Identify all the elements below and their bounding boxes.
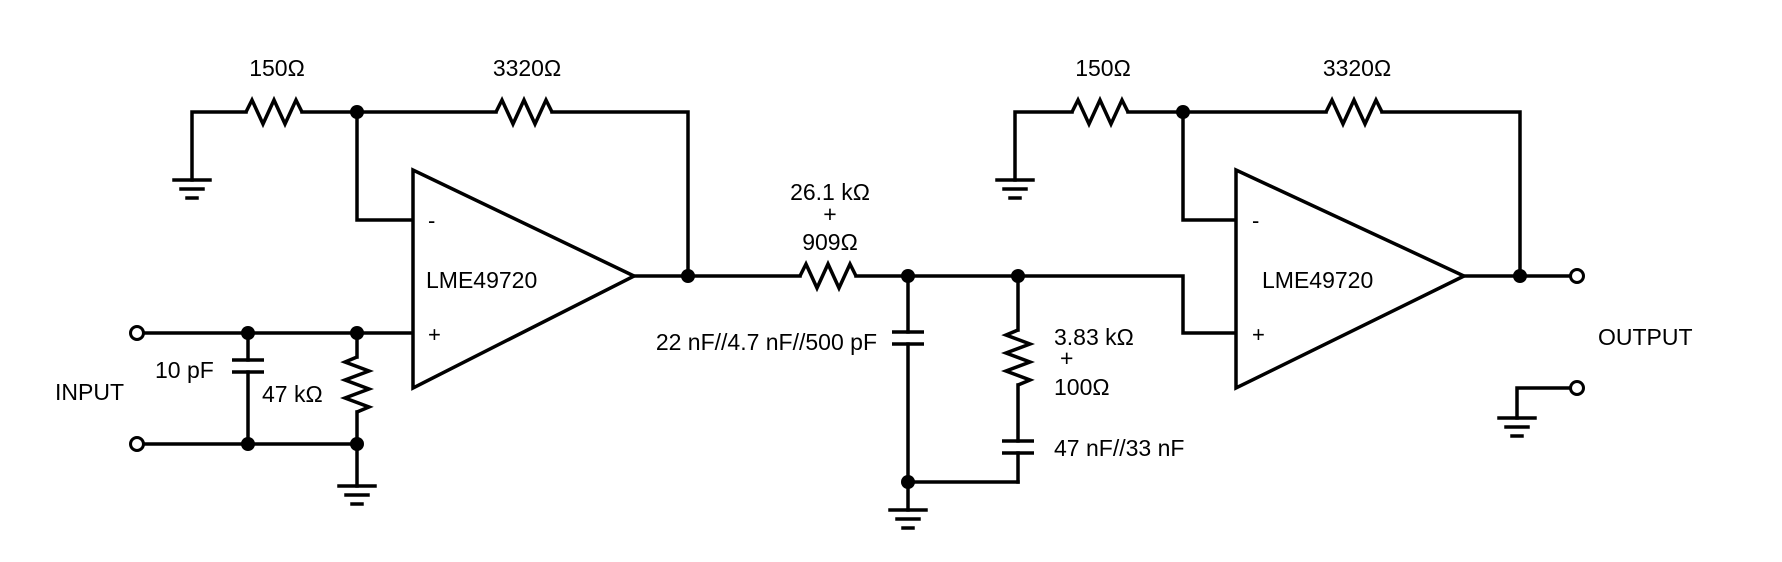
wire-output-ground — [1515, 386, 1572, 420]
input-junction-bottom-cap — [241, 437, 255, 451]
stage1-r-feedback-label: 3320Ω — [493, 55, 561, 81]
wire-stage2-ground-leg — [1013, 110, 1074, 182]
filter-shunt-capacitor — [892, 330, 924, 346]
stage1-output-junction — [681, 269, 695, 283]
stage2-inverting-pin-label: - — [1252, 208, 1259, 233]
output-junction — [1513, 269, 1527, 283]
wire-filter-shunt — [906, 274, 1020, 484]
stage1-r-ground-label: 150Ω — [249, 55, 305, 81]
stage2-feedback-junction — [1176, 105, 1190, 119]
wire-stage1-ground-leg — [190, 110, 248, 182]
stage1-ground-symbol — [172, 178, 212, 200]
stage2-noninverting-pin-label: + — [1252, 322, 1265, 347]
filter-junction-shunt — [901, 269, 915, 283]
wire-filter-to-stage2 — [854, 274, 1238, 335]
filter-series-resistor — [798, 259, 858, 293]
input-junction-top-cap — [241, 326, 255, 340]
wire-stage1-feedback-return — [550, 110, 690, 278]
input-terminal-top — [129, 325, 145, 341]
filter-branch-r-plus-label: + — [1060, 345, 1073, 371]
filter-branch-resistor — [1001, 328, 1035, 387]
input-capacitor-10pf — [232, 358, 264, 374]
input-junction-top-resistor — [350, 326, 364, 340]
input-ground-symbol — [337, 484, 377, 506]
stage1-noninverting-pin-label: + — [428, 322, 441, 347]
filter-branch-r-line2-label: 100Ω — [1054, 374, 1110, 400]
stage2-r-ground-label: 150Ω — [1075, 55, 1131, 81]
input-network — [129, 325, 415, 506]
stage2-resistor-150 — [1070, 95, 1130, 129]
stage1-resistor-150 — [244, 95, 304, 129]
output-ground-symbol — [1497, 416, 1537, 438]
input-junction-bottom-resistor — [350, 437, 364, 451]
stage2-feedback-network — [995, 95, 1522, 278]
stage2-opamp-label: LME49720 — [1262, 267, 1373, 293]
filter-junction-branch — [1011, 269, 1025, 283]
filter-branch-r-line1-label: 3.83 kΩ — [1054, 324, 1134, 350]
wire-stage2-inverting — [1181, 110, 1238, 222]
stage1-opamp-symbol — [411, 167, 638, 391]
stage1-feedback-junction — [350, 105, 364, 119]
stage2-opamp-symbol — [1234, 167, 1469, 391]
filter-series-r-line2-label: 909Ω — [802, 229, 858, 255]
filter-network — [632, 259, 1238, 530]
input-resistor-label: 47 kΩ — [262, 381, 323, 407]
input-terminal-bottom — [129, 436, 145, 452]
input-label: INPUT — [55, 379, 124, 405]
input-resistor-47k — [340, 355, 374, 414]
output-label: OUTPUT — [1598, 324, 1693, 350]
output-network — [1462, 268, 1585, 438]
filter-shunt-capacitor-label: 22 nF//4.7 nF//500 pF — [656, 329, 877, 355]
output-terminal-signal — [1569, 268, 1585, 284]
filter-series-r-line1-label: 26.1 kΩ — [790, 179, 870, 205]
stage1-opamp-label: LME49720 — [426, 267, 537, 293]
stage2-ground-symbol — [995, 178, 1035, 200]
filter-junction-ground — [901, 475, 915, 489]
filter-ground-symbol — [888, 508, 928, 530]
filter-branch-capacitor — [1002, 439, 1034, 455]
wire-stage1-inverting — [355, 110, 415, 222]
stage2-r-feedback-label: 3320Ω — [1323, 55, 1391, 81]
stage2-resistor-3320 — [1324, 95, 1384, 129]
filter-series-r-plus-label: + — [823, 201, 836, 227]
filter-branch-capacitor-label: 47 nF//33 nF — [1054, 435, 1184, 461]
input-capacitor-label: 10 pF — [155, 357, 214, 383]
stage1-inverting-pin-label: - — [428, 208, 435, 233]
stage1-resistor-3320 — [494, 95, 554, 129]
output-terminal-ground — [1569, 380, 1585, 396]
wire-stage2-feedback-return — [1380, 110, 1522, 278]
stage1-feedback-network — [172, 95, 690, 278]
